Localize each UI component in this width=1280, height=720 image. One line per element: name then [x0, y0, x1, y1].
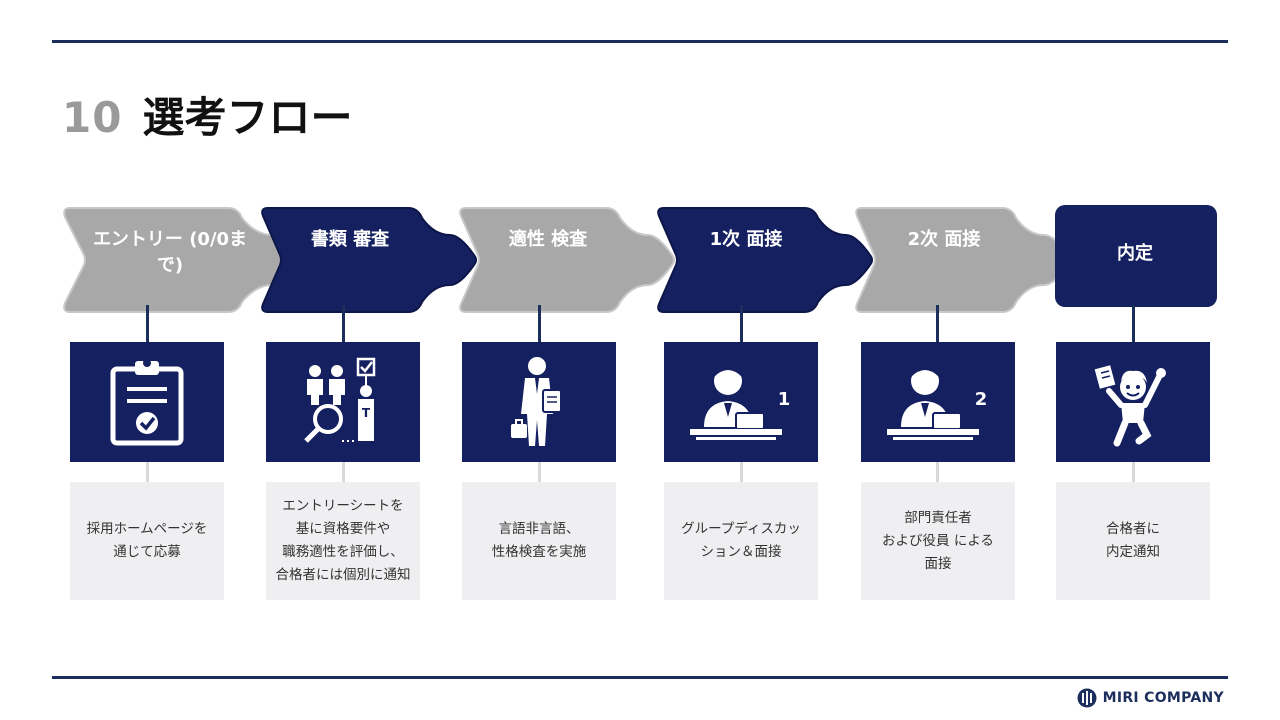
process-flow: エントリー (0/0まで) 書類 審査 適性 検査 1次 面接 2次 面接 内定	[60, 205, 1220, 315]
step-description-entry: 採用ホームページを 通じて応募	[70, 482, 224, 600]
connector	[146, 462, 149, 482]
connector	[740, 462, 743, 482]
icon-box-entry	[70, 342, 224, 462]
connector	[1132, 305, 1135, 343]
connector	[146, 305, 149, 343]
company-logo-icon	[1077, 688, 1097, 708]
businessman-document-icon	[511, 357, 562, 446]
svg-text:T: T	[362, 406, 371, 420]
step-shape-second-interview	[855, 207, 1071, 313]
step-shape-offer	[1055, 205, 1217, 307]
step-description-aptitude-test: 言語非言語、 性格検査を実施	[462, 482, 616, 600]
section-title: 選考フロー	[142, 93, 353, 142]
step-description-second-interview: 部門責任者 および役員 による 面接	[861, 482, 1015, 600]
top-rule	[52, 40, 1228, 43]
candidate-screening-icon: T	[304, 357, 376, 443]
step-shape-aptitude-test	[459, 207, 675, 313]
icon-box-offer	[1056, 342, 1210, 462]
connector	[936, 462, 939, 482]
step-label-first-interview: 1次 面接	[709, 229, 783, 250]
company-logo: MIRI COMPANY	[1077, 688, 1224, 708]
company-name: MIRI COMPANY	[1102, 690, 1224, 706]
clipboard-check-icon	[110, 359, 184, 446]
interview-round-badge: 1	[778, 389, 791, 410]
section-number: 10	[62, 93, 123, 142]
step-description-first-interview: グループディスカッ ション＆面接	[664, 482, 818, 600]
flow-shapes	[63, 205, 1217, 313]
interviewer-icon: 2	[887, 366, 988, 440]
icon-box-first-interview: 1	[664, 342, 818, 462]
step-label-entry: エントリー (0/0まで)	[92, 229, 248, 276]
connector	[1132, 462, 1135, 482]
interview-round-badge: 2	[975, 389, 988, 410]
connector	[538, 462, 541, 482]
interviewer-icon: 1	[690, 366, 791, 440]
bottom-rule	[52, 676, 1228, 679]
step-label-aptitude-test: 適性 検査	[508, 229, 588, 250]
connector	[342, 462, 345, 482]
step-label-document-screening: 書類 審査	[310, 229, 390, 250]
icon-box-second-interview: 2	[861, 342, 1015, 462]
celebrating-person-icon	[1094, 365, 1166, 447]
step-shape-first-interview	[657, 207, 873, 313]
step-label-offer: 内定	[1117, 243, 1153, 264]
connector	[936, 305, 939, 343]
step-description-offer: 合格者に 内定通知	[1056, 482, 1210, 600]
connector	[538, 305, 541, 343]
icon-box-aptitude-test	[462, 342, 616, 462]
step-description-document-screening: エントリーシートを 基に資格要件や 職務適性を評価し、 合格者には個別に通知	[266, 482, 420, 600]
icon-box-document-screening: T	[266, 342, 420, 462]
step-shape-document-screening	[261, 207, 477, 313]
connector	[342, 305, 345, 343]
page-title: 10 選考フロー	[62, 84, 352, 145]
connector	[740, 305, 743, 343]
step-label-second-interview: 2次 面接	[907, 229, 981, 250]
